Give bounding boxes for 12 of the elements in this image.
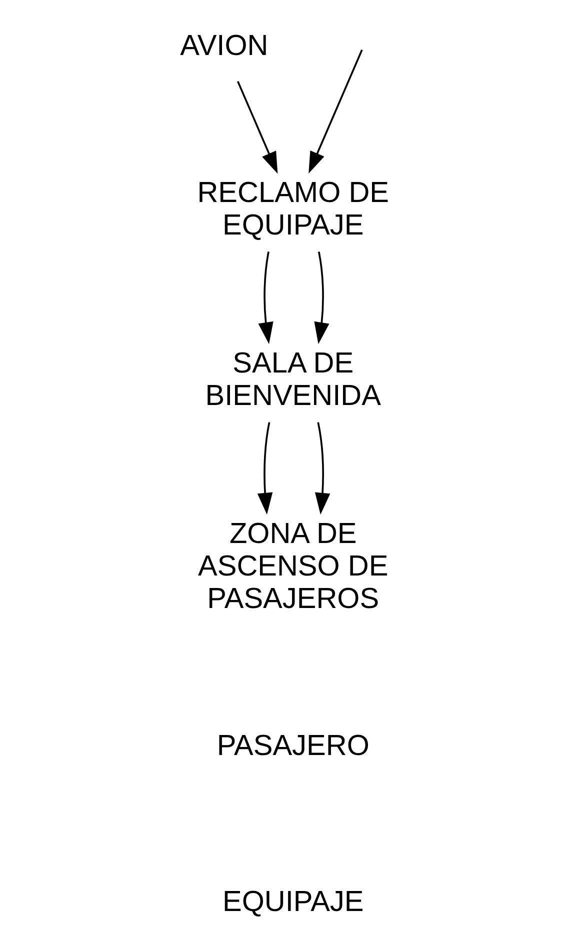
arrow: [236, 80, 278, 174]
legend-label: PASAJERO: [216, 730, 370, 762]
node-text: SALA DE BIENVENIDA: [205, 347, 381, 412]
legend-label: EQUIPAJE: [222, 886, 364, 918]
arrow: [257, 422, 273, 515]
node-text: ZONA DE ASCENSO DE PASAJEROS: [198, 518, 388, 616]
node-text: RECLAMO DE EQUIPAJE: [197, 176, 389, 242]
arrow: [308, 50, 363, 174]
arrow: [314, 422, 330, 515]
arrow: [314, 252, 330, 344]
node-text: AVION: [180, 30, 268, 62]
arrow: [258, 252, 274, 344]
